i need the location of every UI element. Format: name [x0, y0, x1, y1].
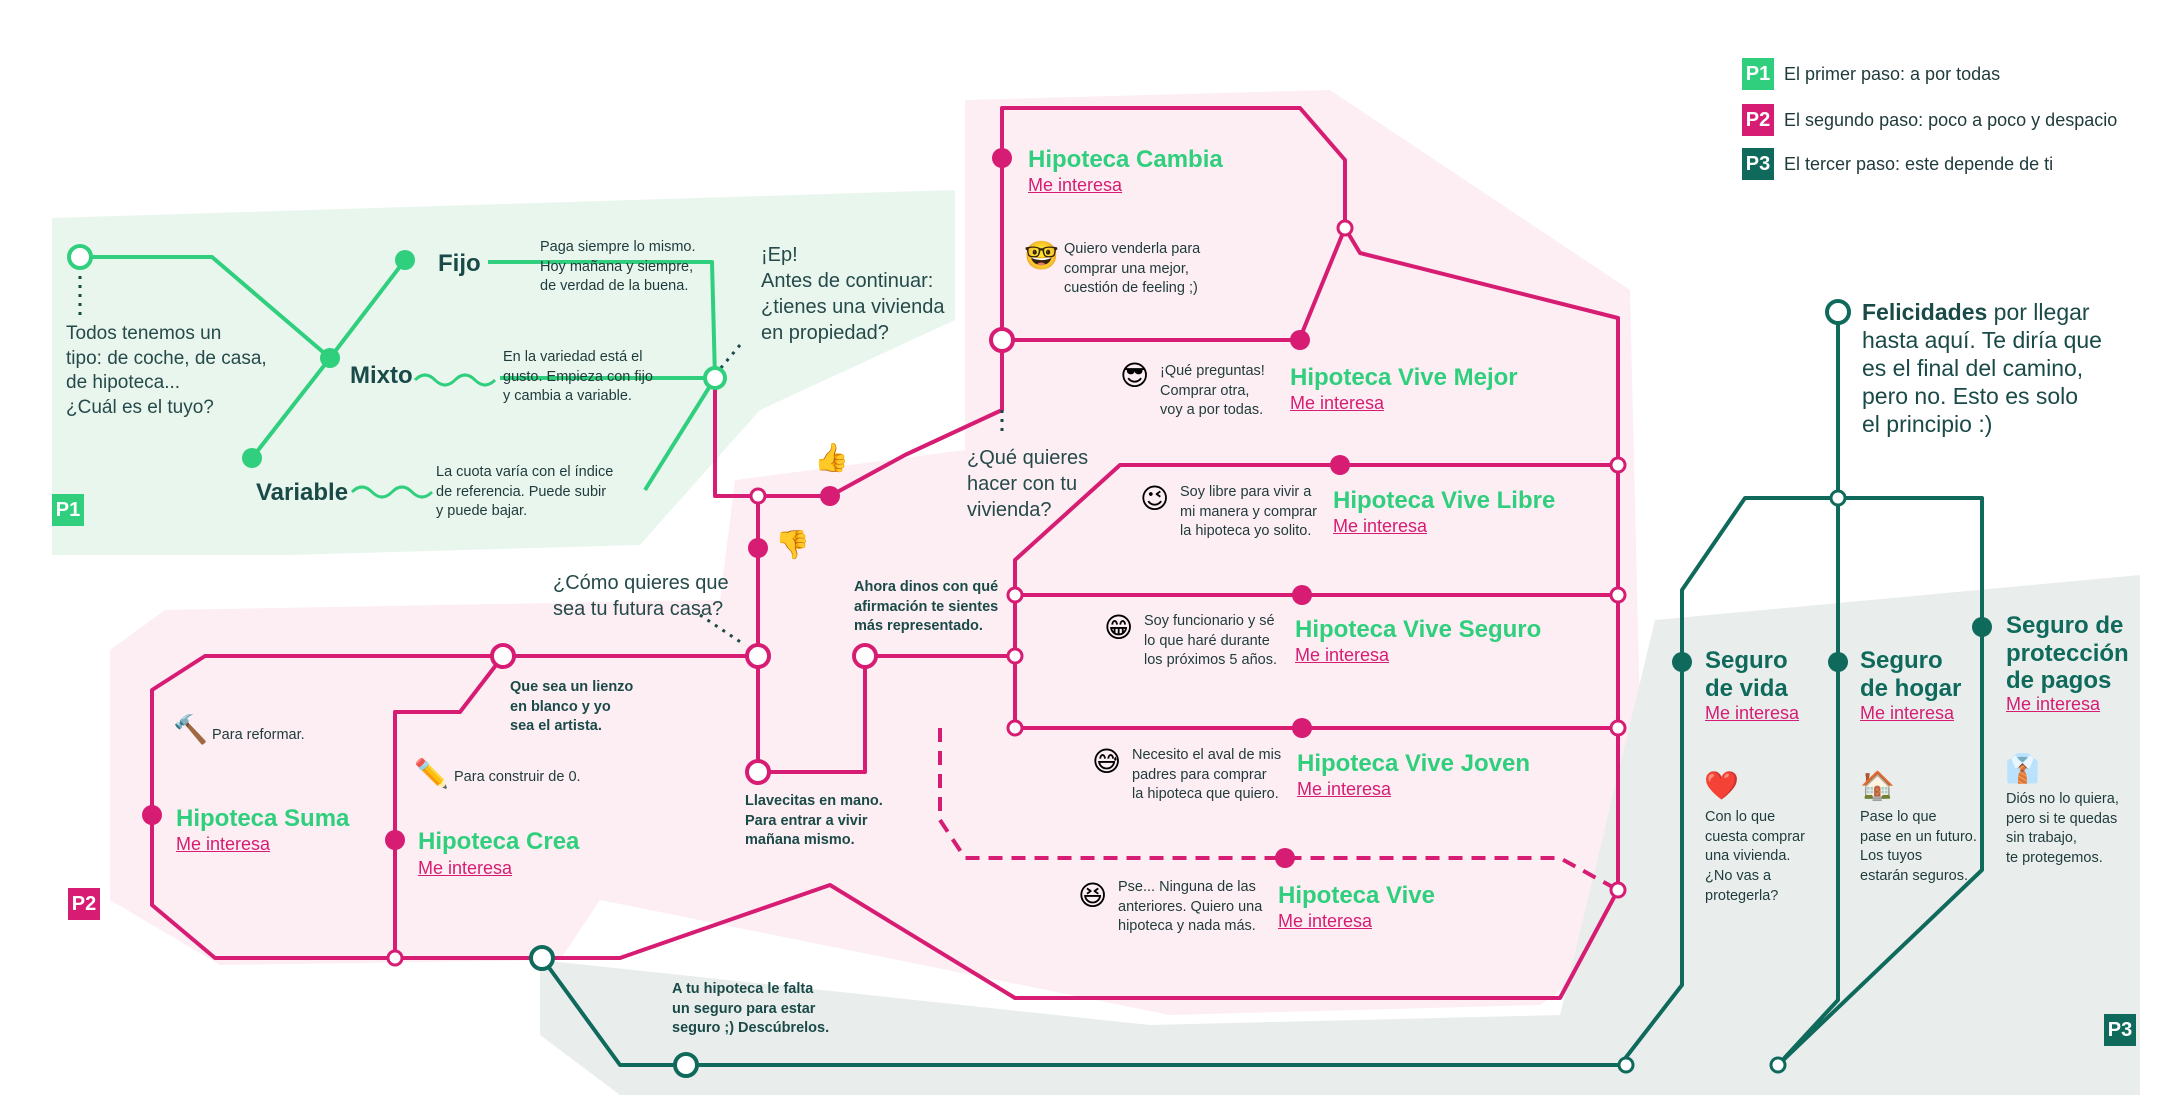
seguro-hogar-title: Seguro de hogar	[1860, 647, 1962, 702]
seguro-pagos-title: Seguro de protección de pagos	[2006, 612, 2129, 695]
hipoteca-vive-joven-text: Necesito el aval de mis padres para comp…	[1132, 747, 1282, 803]
p1-intro-text: Todos tenemos un tipo: de coche, de casa…	[66, 323, 267, 419]
seguro-pagos-text: Diós no lo quiera, pero si te quedas sin…	[2006, 791, 2119, 867]
hipoteca-vive-seguro-link[interactable]: Me interesa	[1295, 645, 1390, 665]
hipoteca-vive-seguro-text: Soy funcionario y sé lo que haré durante…	[1144, 613, 1277, 669]
p3-region	[540, 575, 2140, 1095]
q-vivienda: ¿Qué quieres hacer con tu vivienda?	[967, 447, 1089, 521]
hipoteca-vive-mejor-text: ¡Qué preguntas! Comprar otra, voy a por …	[1160, 363, 1265, 419]
house-icon: 🏠	[1860, 769, 1895, 802]
p2-badge: P2	[1742, 104, 1774, 136]
dinos-prompt: Ahora dinos con qué afirmación te siente…	[854, 579, 999, 635]
sweat-smile-icon: 😅	[1092, 745, 1122, 778]
hipoteca-vive-mejor-title: Hipoteca Vive Mejor	[1290, 364, 1518, 391]
hipoteca-vive-libre-text: Soy libre para vivir a mi manera y compr…	[1180, 484, 1317, 540]
hipoteca-crea-title: Hipoteca Crea	[418, 828, 580, 855]
hipoteca-vive-joven-title: Hipoteca Vive Joven	[1297, 750, 1530, 777]
felicidades-rest: por llegar hasta aquí. Te diría que es e…	[1862, 299, 2102, 438]
hipoteca-vive-libre-link[interactable]: Me interesa	[1333, 516, 1428, 536]
felicidades-text: Felicidades por llegar hasta aquí. Te di…	[1862, 298, 2102, 438]
hipoteca-cambia-link[interactable]: Me interesa	[1028, 175, 1123, 195]
squint-laugh-icon: 😆	[1078, 879, 1108, 912]
legend-p2-text: El segundo paso: poco a poco y despacio	[1784, 109, 2118, 130]
section-p1-badge: P1	[52, 494, 84, 526]
p3-intro-text: A tu hipoteca le falta un seguro para es…	[672, 981, 830, 1037]
seguro-hogar-text: Pase lo que pase en un futuro. Los tuyos…	[1860, 809, 1977, 885]
heart-icon: ❤️	[1704, 769, 1739, 802]
legend-p1-text: El primer paso: a por todas	[1784, 63, 2001, 84]
p1-question: ¡Ep! Antes de continuar: ¿tienes una viv…	[761, 244, 945, 344]
option-lienzo[interactable]: Que sea un lienzo en blanco y yo sea el …	[510, 679, 634, 735]
hipoteca-suma-title: Hipoteca Suma	[176, 805, 350, 832]
hipoteca-cambia-text: Quiero venderla para comprar una mejor, …	[1064, 241, 1201, 297]
legend-p3-text: El tercer paso: este depende de ti	[1784, 153, 2054, 174]
fijo-label[interactable]: Fijo	[438, 250, 481, 277]
option-llavecitas[interactable]: Llavecitas en mano. Para entrar a vivir …	[745, 793, 883, 849]
hipoteca-vive-title: Hipoteca Vive	[1278, 882, 1435, 909]
hipoteca-crea-link[interactable]: Me interesa	[418, 858, 513, 878]
construir-text: Para construir de 0.	[454, 769, 581, 785]
p3-badge: P3	[1742, 148, 1774, 180]
nerd-face-icon: 🤓	[1024, 239, 1059, 272]
seguro-vida-title: Seguro de vida	[1705, 647, 1788, 702]
p1-badge: P1	[1742, 58, 1774, 90]
worker-icon: 👔	[2005, 752, 2040, 785]
seguro-hogar-link[interactable]: Me interesa	[1860, 703, 1955, 723]
grin-face-icon: 😁	[1104, 611, 1134, 644]
hipoteca-vive-link[interactable]: Me interesa	[1278, 911, 1373, 931]
mixto-description: En la variedad está el gusto. Empieza co…	[503, 349, 653, 405]
legend-p2: P2 El segundo paso: poco a poco y despac…	[1742, 104, 2117, 136]
seguro-pagos-link[interactable]: Me interesa	[2006, 694, 2101, 714]
section-p2-badge: P2	[68, 888, 100, 920]
variable-description: La cuota varía con el índice de referenc…	[436, 464, 614, 520]
seguro-vida-link[interactable]: Me interesa	[1705, 703, 1800, 723]
q-future-home: ¿Cómo quieres que sea tu futura casa?	[553, 572, 729, 620]
legend-p1: P1 El primer paso: a por todas	[1742, 58, 2000, 90]
pencil-icon: ✏️	[414, 757, 449, 790]
thumbs-down-icon: 👎	[775, 528, 810, 561]
p2-region	[110, 90, 1645, 1015]
hipoteca-suma-link[interactable]: Me interesa	[176, 834, 271, 854]
hipoteca-vive-libre-title: Hipoteca Vive Libre	[1333, 487, 1556, 514]
p1-region	[52, 190, 955, 555]
hipoteca-vive-text: Pse... Ninguna de las anteriores. Quiero…	[1118, 879, 1263, 935]
felicidades-bold: Felicidades	[1862, 299, 1988, 325]
cool-face-icon: 😎	[1120, 359, 1150, 392]
seguro-vida-text: Con lo que cuesta comprar una vivienda. …	[1705, 809, 1805, 904]
hipoteca-vive-mejor-link[interactable]: Me interesa	[1290, 393, 1385, 413]
variable-label[interactable]: Variable	[256, 479, 349, 506]
mixto-label[interactable]: Mixto	[350, 362, 413, 389]
fijo-description: Paga siempre lo mismo. Hoy mañana y siem…	[540, 239, 696, 295]
hammer-icon: 🔨	[173, 713, 208, 746]
hipoteca-vive-joven-link[interactable]: Me interesa	[1297, 779, 1392, 799]
section-p3-badge: P3	[2104, 1014, 2136, 1046]
legend-p3: P3 El tercer paso: este depende de ti	[1742, 148, 2053, 180]
thumbs-up-icon: 👍	[814, 441, 849, 474]
hipoteca-vive-seguro-title: Hipoteca Vive Seguro	[1295, 616, 1542, 643]
wink-face-icon: 😉	[1140, 482, 1170, 515]
hipoteca-cambia-title: Hipoteca Cambia	[1028, 146, 1223, 173]
reformar-text: Para reformar.	[212, 727, 305, 743]
